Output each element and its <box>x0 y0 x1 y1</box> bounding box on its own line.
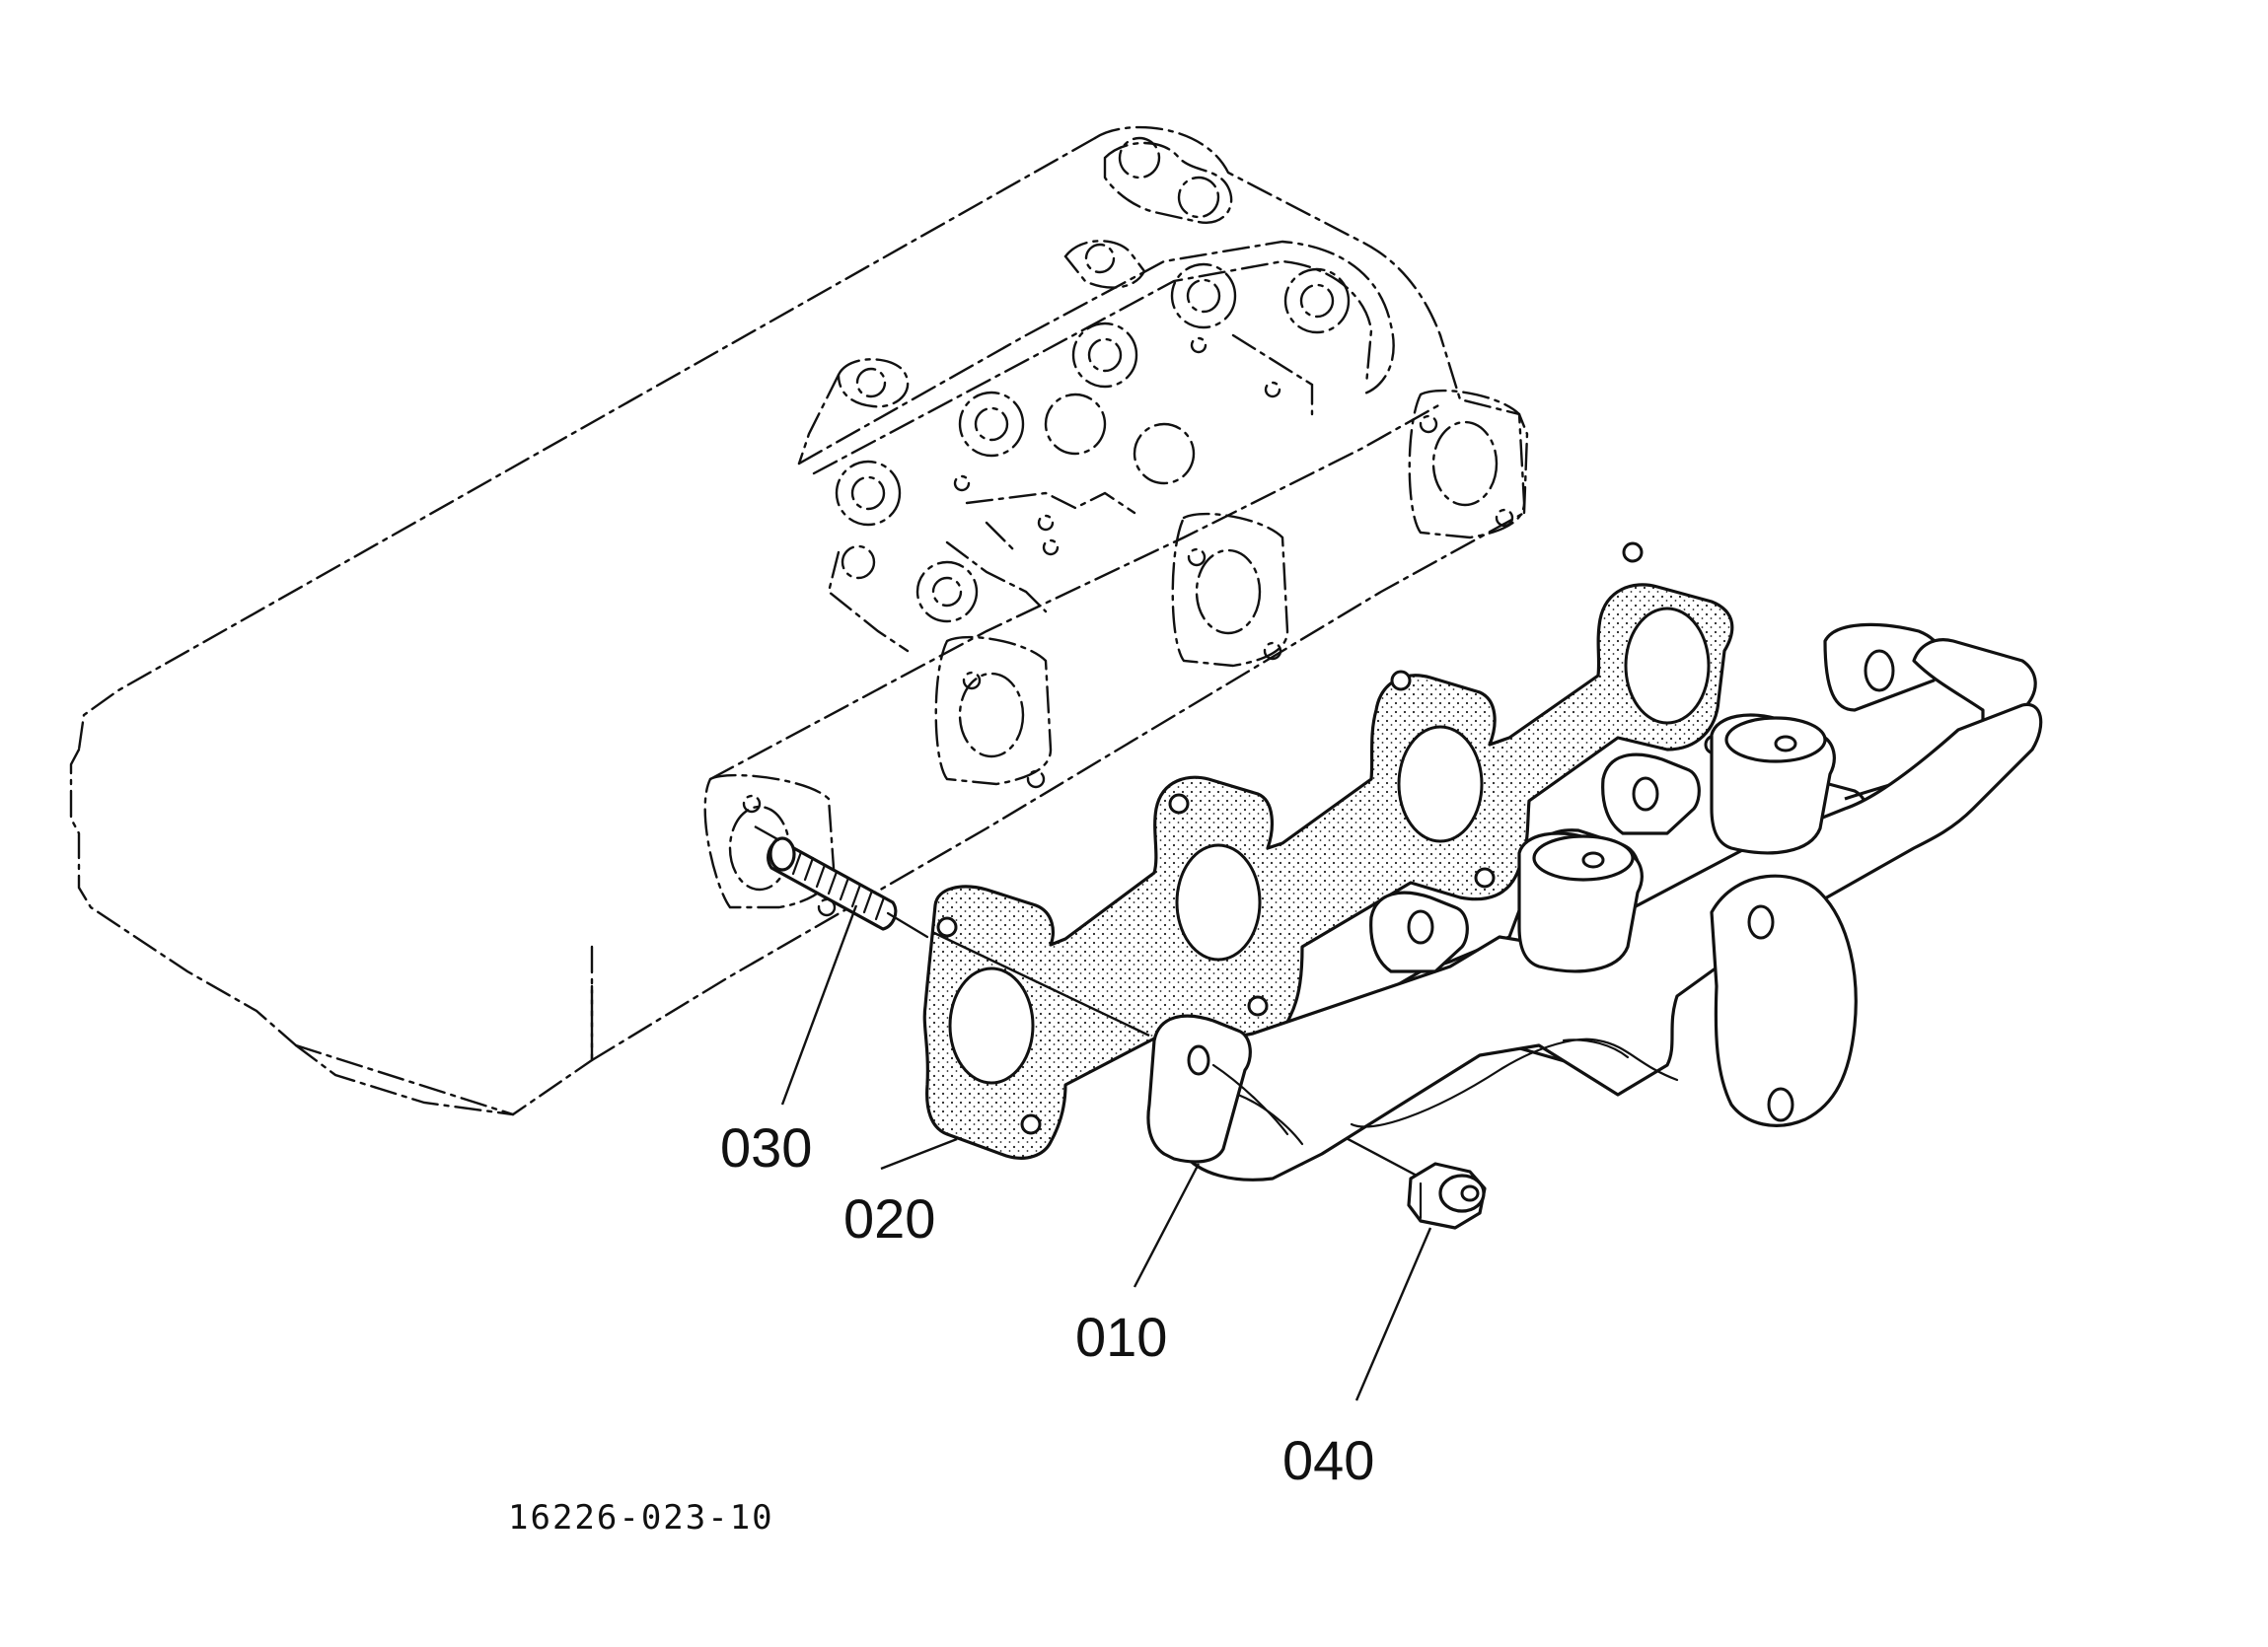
leader-010 <box>1133 1163 1201 1288</box>
nut[interactable] <box>1407 1162 1487 1230</box>
callout-020: 020 <box>843 1187 935 1250</box>
leader-020 <box>880 1137 958 1171</box>
callout-030: 030 <box>720 1116 812 1179</box>
cylinder-head-phantom <box>69 125 1529 1116</box>
exhaust-manifold[interactable] <box>1146 622 2043 1182</box>
stud[interactable] <box>767 836 929 939</box>
figure-number: 16226-023-10 <box>508 1498 774 1538</box>
leader-030 <box>780 904 858 1106</box>
manifold-gasket[interactable] <box>922 541 1734 1160</box>
callout-040: 040 <box>1282 1429 1374 1491</box>
leader-040 <box>1354 1227 1432 1401</box>
callout-010: 010 <box>1075 1306 1167 1368</box>
